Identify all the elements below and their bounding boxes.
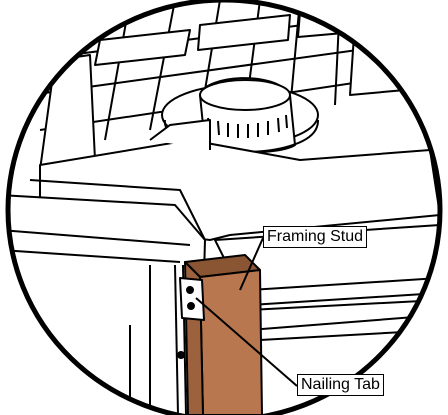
- framing-stud-label: Framing Stud: [263, 226, 368, 248]
- left-post: [39, 54, 96, 171]
- detail-circle-border: [5, 0, 443, 415]
- nailing-tab-leader: [195, 297, 298, 387]
- framing-stud-leader: [239, 237, 264, 291]
- nailing-tab-label: Nailing Tab: [297, 374, 384, 396]
- nailing-tab: [177, 277, 205, 359]
